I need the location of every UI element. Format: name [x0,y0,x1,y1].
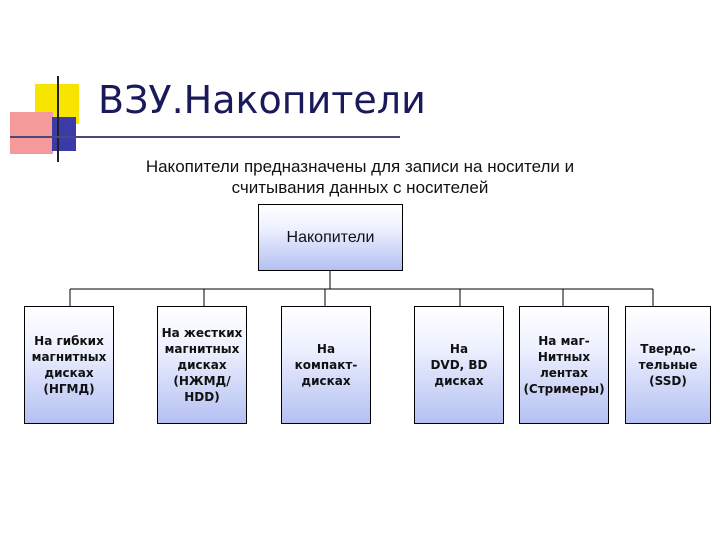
node-hdd: На жестких магнитных дисках (НЖМД/ HDD) [157,306,247,424]
node-dvd-bd-label: На DVD, BD дисках [430,342,488,388]
node-hdd-label: На жестких магнитных дисках (НЖМД/ HDD) [161,326,243,404]
slide-title: ВЗУ.Накопители [98,78,426,122]
node-ssd: Твердо- тельные (SSD) [625,306,711,424]
node-cd-label: На компакт- дисках [294,342,358,388]
decor-blue-square [52,117,76,151]
node-ssd-label: Твердо- тельные (SSD) [638,342,698,388]
node-tape: На маг- Нитных лентах (Стримеры) [519,306,609,424]
decor-vertical-line [57,76,59,162]
slide-subtitle: Накопители предназначены для записи на н… [145,157,575,197]
root-node-label: Накопители [286,228,375,246]
root-node-box: Накопители [258,204,403,271]
decor-red-square [10,112,53,154]
node-tape-label: На маг- Нитных лентах (Стримеры) [523,334,605,396]
title-underline [10,136,400,138]
node-floppy-label: На гибких магнитных дисках (НГМД) [31,334,107,396]
node-cd: На компакт- дисках [281,306,371,424]
node-dvd-bd: На DVD, BD дисках [414,306,504,424]
node-floppy: На гибких магнитных дисках (НГМД) [24,306,114,424]
